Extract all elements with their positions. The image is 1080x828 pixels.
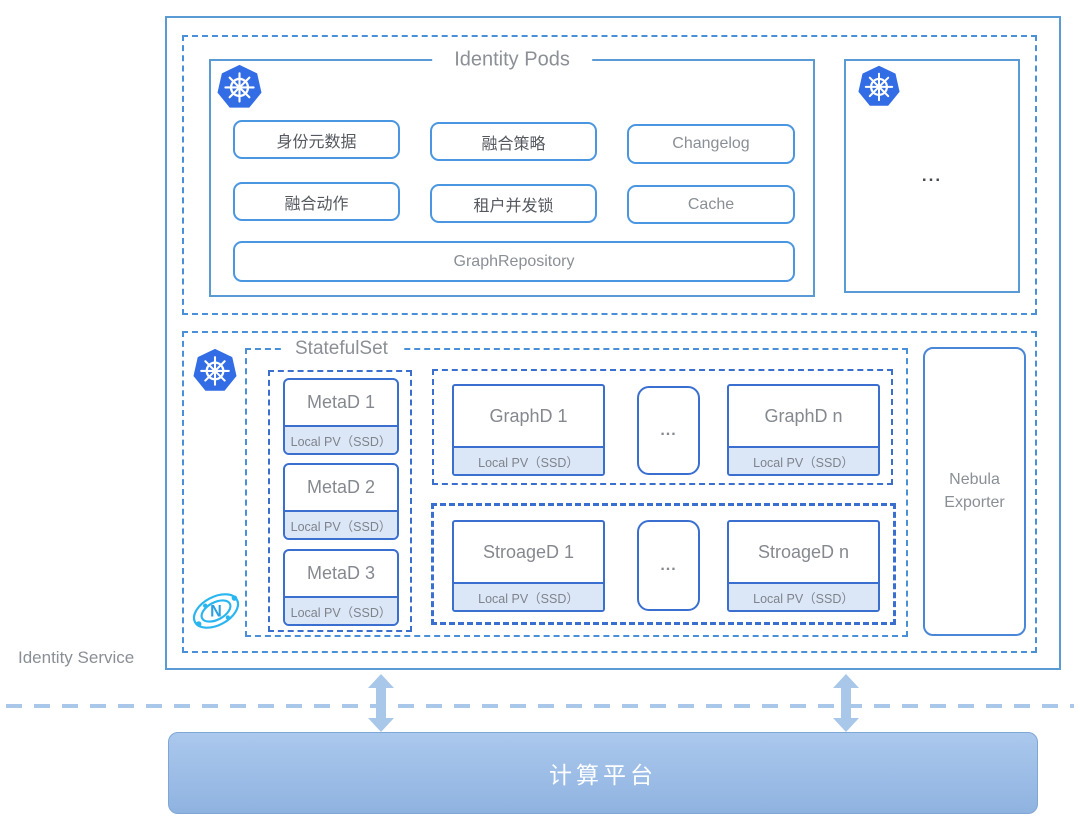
pod-stroaged-1: StroageD 1 Local PV（SSD）	[452, 520, 605, 612]
module-graph-repository: GraphRepository	[233, 241, 795, 282]
boundary-dashed-line	[6, 704, 1074, 708]
graphd-group-box	[432, 369, 893, 485]
pod-name: StroageD n	[757, 541, 850, 562]
nebula-exporter-box: Nebula Exporter	[923, 347, 1026, 636]
local-pv-label: Local PV（SSD）	[729, 582, 878, 610]
nebula-graph-icon	[189, 586, 243, 636]
pod-graphd-1: GraphD 1 Local PV（SSD）	[452, 384, 605, 476]
statefulset-title: StatefulSet	[281, 337, 402, 360]
module-tenant-lock: 租户并发锁	[430, 184, 597, 223]
module-fusion-action: 融合动作	[233, 182, 400, 221]
pod-name: MetaD 3	[306, 563, 376, 583]
nebula-exporter-label-line1: Nebula	[949, 471, 1000, 489]
pod-graphd-n: GraphD n Local PV（SSD）	[727, 384, 880, 476]
pod-stroaged-n: StroageD n Local PV（SSD）	[727, 520, 880, 612]
pod-metad-2: MetaD 2 Local PV（SSD）	[283, 463, 399, 540]
nebula-exporter-label-line2: Exporter	[944, 493, 1005, 511]
compute-platform-bar: 计算平台	[168, 732, 1038, 814]
pod-name: GraphD 1	[489, 405, 568, 426]
local-pv-label: Local PV（SSD）	[285, 596, 397, 624]
statefulset-box: StatefulSet	[245, 337, 908, 637]
compute-platform-label: 计算平台	[549, 762, 657, 788]
module-fusion-strategy: 融合策略	[430, 122, 597, 161]
pod-metad-3: MetaD 3 Local PV（SSD）	[283, 549, 399, 626]
metad-group-box	[268, 370, 412, 632]
local-pv-label: Local PV（SSD）	[454, 582, 603, 610]
graphd-ellipsis-pod: ...	[637, 386, 700, 475]
kubernetes-icon	[857, 64, 901, 107]
pod-metad-1: MetaD 1 Local PV（SSD）	[283, 378, 399, 455]
local-pv-label: Local PV（SSD）	[285, 425, 397, 453]
identity-pods-title: Identity Pods	[432, 48, 592, 72]
kubernetes-icon	[192, 347, 238, 392]
local-pv-label: Local PV（SSD）	[454, 446, 603, 474]
stroaged-group-box	[431, 503, 896, 625]
pod-name: GraphD n	[764, 405, 843, 426]
local-pv-label: Local PV（SSD）	[285, 510, 397, 538]
identity-pods-dashed-container	[182, 35, 1037, 315]
stroaged-ellipsis-pod: ...	[637, 520, 700, 611]
replica-ellipsis: ...	[921, 166, 943, 185]
module-identity-metadata: 身份元数据	[233, 120, 400, 159]
double-arrow-icon	[368, 674, 394, 732]
pod-name: MetaD 1	[306, 392, 376, 412]
identity-service-label: Identity Service	[18, 648, 135, 667]
storage-dashed-container	[182, 331, 1037, 653]
double-arrow-icon	[833, 674, 859, 732]
module-cache: Cache	[627, 185, 795, 224]
pod-name: StroageD 1	[482, 541, 575, 562]
local-pv-label: Local PV（SSD）	[729, 446, 878, 474]
pod-name: MetaD 2	[306, 477, 376, 497]
kubernetes-icon	[216, 63, 263, 109]
module-changelog: Changelog	[627, 124, 795, 164]
